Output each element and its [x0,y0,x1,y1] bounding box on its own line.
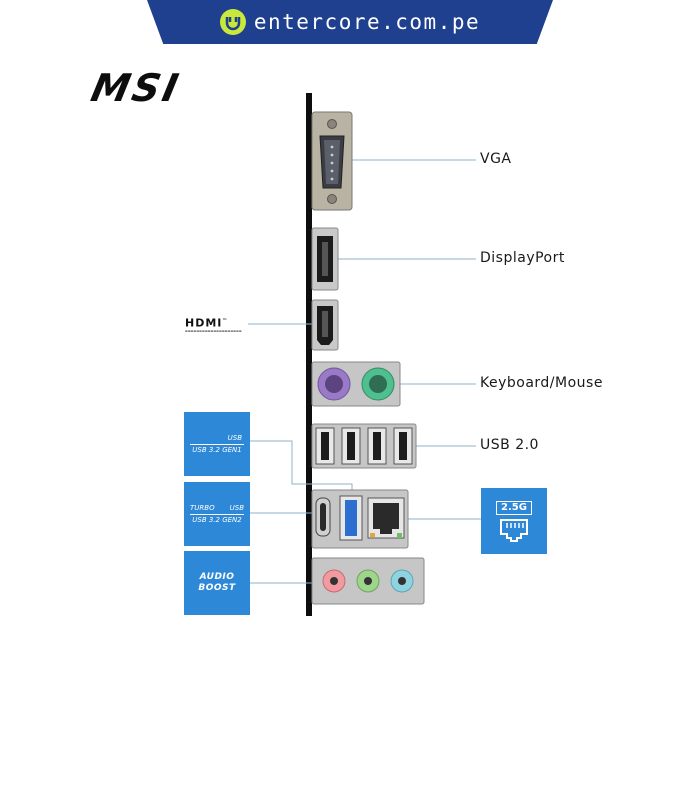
usb-3-2-gen1-badge: USB USB 3.2 GEN1 [184,412,250,476]
entercore-logo-icon [219,9,246,35]
hdmi-tagline-logo-art: ▬▬▬▬▬▬▬▬▬▬▬▬▬▬▬▬▬▬▬▬ [185,328,242,333]
hdmi-port [311,299,339,351]
usb-3-2-gen2-badge: TURBO USB USB 3.2 GEN2 [184,482,250,546]
keyboard-mouse-label: Keyboard/Mouse [480,375,603,391]
site-banner: entercore.com.pe [147,0,553,44]
ethernet-port-icon [500,518,528,542]
displayport-label: DisplayPort [480,250,565,266]
vga-label: VGA [480,151,512,167]
site-name: entercore.com.pe [253,10,481,34]
usb3-lan-block [311,489,409,549]
vga-port [311,111,353,211]
lan-speed-tag: 2.5G [496,500,532,515]
audio-port-block [311,557,425,605]
audio-boost-badge: AUDIO BOOST [184,551,250,615]
lan-2-5g-badge: 2.5G [481,488,547,554]
usb2-port-block [311,423,417,469]
hdmi-logo: HDMI™ ▬▬▬▬▬▬▬▬▬▬▬▬▬▬▬▬▬▬▬▬ [185,316,245,334]
io-shield-edge [306,93,312,616]
ps2-port-block [311,361,401,407]
displayport-port [311,227,339,291]
usb-gen1-leader-line [250,440,353,498]
usb2-label: USB 2.0 [480,437,539,453]
